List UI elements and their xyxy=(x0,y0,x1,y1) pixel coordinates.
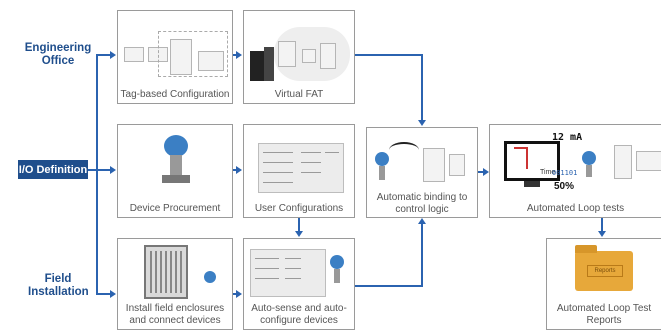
row-label-engineering-office: Engineering Office xyxy=(24,42,92,67)
transmitter-base xyxy=(162,175,190,183)
enclosure-terminals xyxy=(150,251,182,293)
transmitter-icon xyxy=(164,135,188,157)
connector xyxy=(421,222,423,287)
arrow-head xyxy=(236,51,242,59)
arrow-head xyxy=(418,120,426,126)
connector xyxy=(355,285,423,287)
connector xyxy=(355,54,423,56)
folder-label: Reports xyxy=(594,268,616,274)
transmitter-icon xyxy=(582,151,596,165)
connector xyxy=(601,218,603,231)
panel-tag-config: Tag-based Configuration xyxy=(117,10,233,104)
folder-tab xyxy=(575,245,597,253)
server-icon xyxy=(264,47,274,81)
config-thumbnail xyxy=(636,151,661,171)
panel-device-procurement: Device Procurement xyxy=(117,124,233,218)
arrow-head xyxy=(236,166,242,174)
controller-icon xyxy=(278,41,296,67)
connector xyxy=(233,293,237,295)
connector xyxy=(96,54,110,56)
io-definition-box: I/O Definition xyxy=(18,160,88,179)
arrow-head xyxy=(418,218,426,224)
io-definition-label: I/O Definition xyxy=(18,163,88,176)
transmitter-icon xyxy=(204,271,216,283)
connector xyxy=(88,169,98,171)
panel-auto-binding: Automatic binding to control logic xyxy=(366,127,478,218)
bits-readout: 001101 xyxy=(552,169,578,177)
arrow-head xyxy=(295,231,303,237)
transmitter-body xyxy=(170,155,182,177)
folder-icon: Reports xyxy=(575,245,633,291)
panel-virtual-fat: Virtual FAT xyxy=(243,10,355,104)
arrow-head xyxy=(110,166,116,174)
config-thumbnail xyxy=(198,51,224,71)
caption-install-field: Install field enclosures and connect dev… xyxy=(125,303,225,326)
connector xyxy=(96,169,110,171)
connector xyxy=(421,54,423,122)
config-thumbnail xyxy=(170,39,192,75)
transmitter-body xyxy=(334,269,340,283)
config-thumbnail xyxy=(614,145,632,179)
caption-user-configurations: User Configurations xyxy=(254,203,344,214)
monitor-stand xyxy=(524,181,540,187)
config-form xyxy=(250,249,326,297)
caption-auto-binding: Automatic binding to control logic xyxy=(376,192,468,215)
connector xyxy=(233,169,237,171)
caption-auto-sense: Auto-sense and auto- configure devices xyxy=(251,303,347,326)
loop-current-readout: 12 mA xyxy=(552,132,583,143)
folder-label-box: Reports xyxy=(587,265,623,277)
caption-device-procurement: Device Procurement xyxy=(129,203,221,214)
config-thumbnail xyxy=(124,47,144,62)
transmitter-body xyxy=(379,166,385,180)
arrow-head xyxy=(483,168,489,176)
arrow-head xyxy=(236,290,242,298)
panel-loop-tests: 12 mA Time 001101 50% Automated Loop tes… xyxy=(489,124,661,218)
caption-loop-reports: Automated Loop Test Reports xyxy=(556,303,652,326)
caption-virtual-fat: Virtual FAT xyxy=(274,89,324,100)
time-label: Time xyxy=(540,169,556,176)
arrow-head xyxy=(110,290,116,298)
arrow-head xyxy=(598,231,606,237)
config-form xyxy=(258,143,344,193)
caption-tag-config: Tag-based Configuration xyxy=(120,89,230,100)
config-thumbnail xyxy=(423,148,445,182)
panel-install-field: Install field enclosures and connect dev… xyxy=(117,238,233,330)
transmitter-body xyxy=(586,165,592,177)
config-thumbnail xyxy=(320,43,336,69)
panel-auto-sense: Auto-sense and auto- configure devices xyxy=(243,238,355,330)
transmitter-icon xyxy=(330,255,344,269)
config-thumbnail xyxy=(302,49,316,63)
connector xyxy=(233,54,237,56)
transmitter-icon xyxy=(375,152,389,166)
connector xyxy=(298,218,300,232)
monitor-icon xyxy=(504,141,560,181)
config-thumbnail xyxy=(449,154,465,176)
connector xyxy=(96,293,110,295)
step-chart-line xyxy=(514,147,528,169)
panel-loop-reports: Reports Automated Loop Test Reports xyxy=(546,238,661,330)
binding-arrow-icon xyxy=(389,142,419,158)
panel-user-configurations: User Configurations xyxy=(243,124,355,218)
dashed-group xyxy=(158,31,228,77)
arrow-head xyxy=(110,51,116,59)
trunk-line xyxy=(96,54,98,294)
row-label-field-installation: Field Installation xyxy=(28,273,89,298)
server-icon xyxy=(250,51,264,81)
connector xyxy=(478,171,484,173)
caption-loop-tests: Automated Loop tests xyxy=(526,203,625,214)
percent-readout: 50% xyxy=(554,181,575,192)
